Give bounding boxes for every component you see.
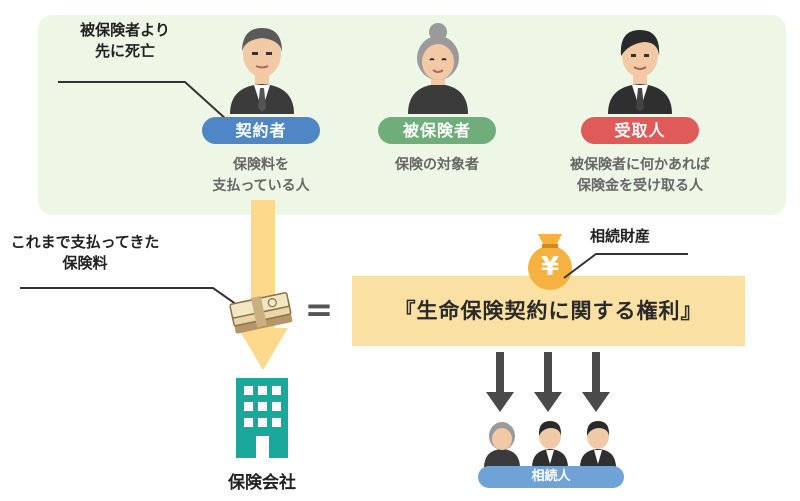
heir-icon [580, 421, 616, 468]
office-building-icon [236, 378, 288, 458]
distribution-arrows [486, 352, 610, 412]
roles-panel [38, 15, 786, 215]
equals-sign: = [304, 290, 334, 330]
yen-bag-icon [528, 234, 572, 290]
yen-symbol: ¥ [540, 252, 560, 282]
died-before-insured-note: 被保険者より 先に死亡 [80, 21, 170, 60]
contractor-desc: 保険料を 支払っている人 [212, 157, 310, 194]
money-stack-icon [229, 292, 293, 334]
heir-icon [484, 422, 520, 468]
beneficiary-desc: 被保険者に何かあれば 保険金を受け取る人 [570, 157, 710, 194]
heir-icon [532, 421, 568, 468]
rights-text: 『生命保険契約に関する権利』 [394, 299, 703, 323]
insured-desc: 保険の対象者 [395, 157, 479, 173]
man-icon [230, 28, 294, 114]
contractor-badge: 契約者 [202, 117, 320, 144]
beneficiary-badge: 受取人 [581, 117, 699, 144]
businessman-icon [608, 30, 672, 114]
insurance-company-label: 保険会社 [228, 473, 296, 493]
inheritance-leader-line [563, 253, 688, 279]
grandmother-icon [408, 23, 468, 114]
paid-premiums-note: これまで支払ってきた 保険料 [10, 233, 160, 272]
premium-leader-line [20, 287, 251, 315]
inheritance-label: 相続財産 [590, 227, 651, 245]
insured-badge: 被保険者 [378, 117, 496, 144]
note-leader-line [58, 81, 228, 121]
heirs-label: 相続人 [478, 466, 624, 488]
